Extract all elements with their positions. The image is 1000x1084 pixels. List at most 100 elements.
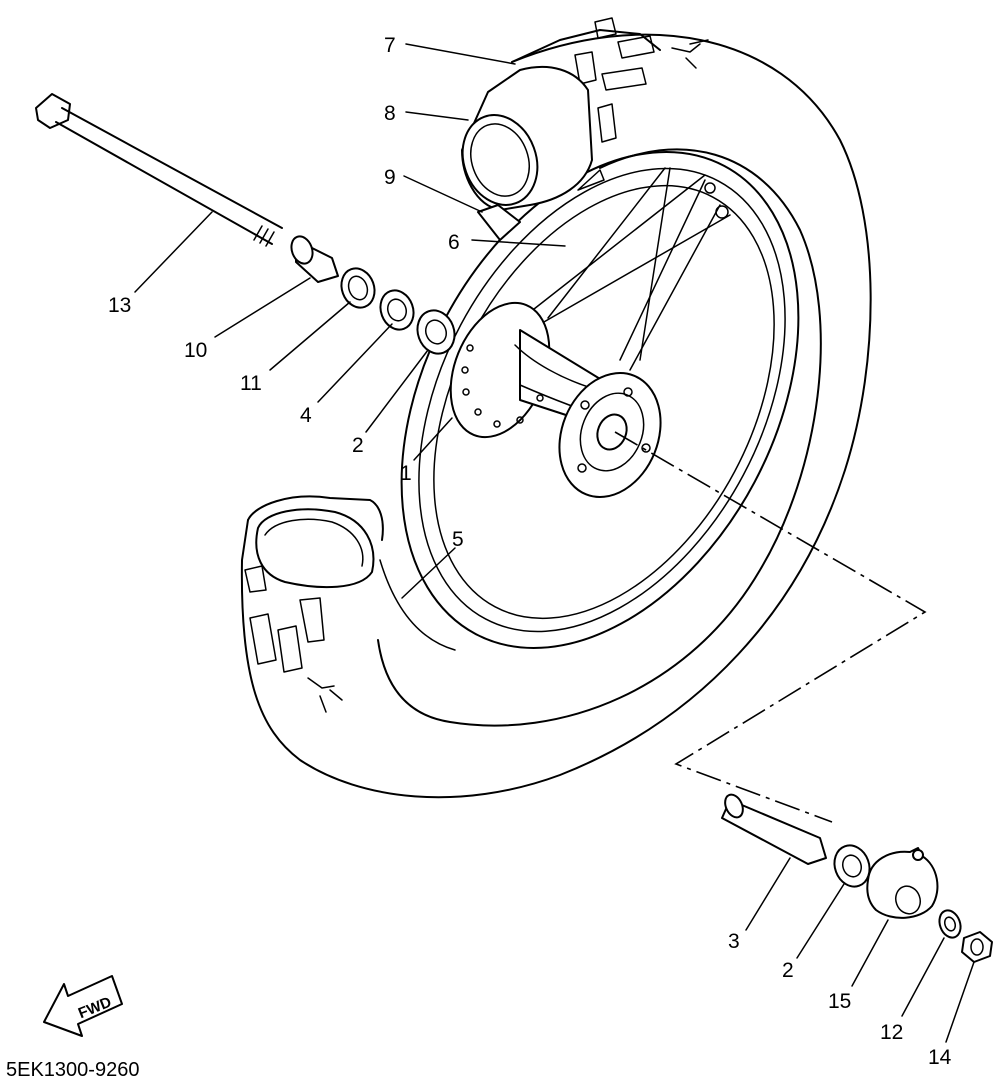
spoke-hole bbox=[466, 344, 474, 352]
spoke bbox=[619, 179, 706, 361]
tire-inner-edge bbox=[377, 148, 822, 727]
tire-crack-top bbox=[671, 39, 709, 69]
bearing-4-race bbox=[386, 298, 408, 322]
spoke bbox=[629, 204, 721, 371]
left-side-parts bbox=[290, 235, 456, 355]
gear-unit-bore bbox=[894, 885, 922, 915]
label-8: 8 bbox=[384, 102, 396, 125]
spoke-nipple bbox=[704, 182, 716, 194]
leader-2a bbox=[365, 349, 429, 433]
speedometer-gear-unit bbox=[866, 847, 939, 919]
spoke-hole bbox=[516, 416, 524, 424]
hub-right-flange-inner bbox=[579, 392, 645, 472]
axle-shaft-bottom bbox=[55, 121, 273, 245]
spoke bbox=[547, 167, 666, 319]
label-1: 1 bbox=[400, 462, 412, 485]
leader-6 bbox=[471, 239, 566, 247]
axle-nut-14-hole bbox=[970, 938, 984, 956]
disc-bolt-hole bbox=[580, 400, 590, 410]
label-2b: 2 bbox=[782, 959, 794, 982]
leader-14 bbox=[945, 961, 975, 1043]
leader-9 bbox=[403, 175, 483, 213]
tire-cross-section bbox=[255, 508, 375, 589]
oil-seal bbox=[340, 267, 376, 309]
spacer-collar-face bbox=[290, 235, 314, 265]
gear-unit-drive bbox=[912, 849, 924, 861]
label-2a: 2 bbox=[352, 434, 364, 457]
spoke-nipple bbox=[715, 205, 729, 219]
disc-bolt-hole bbox=[577, 463, 587, 473]
bearing-2-right-race bbox=[841, 854, 863, 878]
label-6: 6 bbox=[448, 231, 460, 254]
spoke-hole bbox=[474, 408, 482, 416]
leader-15 bbox=[851, 919, 889, 987]
axle bbox=[35, 93, 283, 247]
disc-bolt-hole bbox=[641, 443, 651, 453]
spoke-hole bbox=[536, 394, 544, 402]
collar-3-face bbox=[724, 793, 744, 819]
rim-band-flap bbox=[477, 204, 521, 241]
tire-crack-bottom bbox=[307, 677, 343, 713]
leader-1 bbox=[413, 417, 453, 461]
tire-top-cut bbox=[511, 29, 661, 63]
leader-2b bbox=[796, 883, 845, 959]
fwd-arrow: FWD bbox=[43, 975, 123, 1037]
leader-10 bbox=[214, 277, 311, 338]
leader-13 bbox=[134, 211, 213, 293]
tube-opening-inner bbox=[470, 123, 530, 197]
label-9: 9 bbox=[384, 166, 396, 189]
label-12: 12 bbox=[880, 1021, 903, 1044]
label-3: 3 bbox=[728, 930, 740, 953]
washer-12 bbox=[938, 909, 962, 939]
bearing-2-left bbox=[416, 309, 456, 355]
axle-head bbox=[35, 93, 71, 129]
label-7: 7 bbox=[384, 34, 396, 57]
rim-band-and-tube bbox=[461, 66, 593, 241]
leader-4 bbox=[317, 323, 393, 403]
disc-bolt-hole bbox=[623, 387, 633, 397]
bearing-2-left-race bbox=[424, 319, 448, 345]
part-labels: 7 8 9 6 13 10 11 4 2 1 5 3 2 15 12 14 bbox=[108, 34, 952, 1069]
oil-seal-inner bbox=[347, 275, 369, 301]
leader-7 bbox=[405, 43, 516, 65]
leader-12 bbox=[901, 937, 945, 1017]
axle-nut-14 bbox=[961, 931, 993, 963]
leader-lines bbox=[134, 43, 975, 1043]
tire-tread-blocks-bottom bbox=[244, 565, 325, 673]
tire-outer-outline bbox=[240, 33, 872, 799]
tire-tread-blocks-top bbox=[574, 17, 655, 191]
spokes bbox=[519, 167, 731, 371]
washer-12-hole bbox=[943, 916, 957, 932]
spoke bbox=[639, 167, 671, 361]
spoke-hole bbox=[493, 420, 501, 428]
axle-shaft-top bbox=[61, 107, 283, 229]
label-10: 10 bbox=[184, 339, 207, 362]
center-line bbox=[614, 431, 927, 823]
fwd-arrow-icon bbox=[43, 975, 123, 1037]
spoke-hole bbox=[461, 366, 469, 374]
bearing-4 bbox=[379, 289, 415, 331]
hub bbox=[449, 301, 662, 499]
axle-thread bbox=[253, 225, 275, 247]
leader-5 bbox=[401, 547, 456, 599]
tire-inner-lip bbox=[379, 559, 456, 651]
spoke bbox=[529, 214, 731, 331]
collar-3 bbox=[721, 799, 827, 865]
tire-cut-left-outer bbox=[247, 495, 384, 541]
label-5: 5 bbox=[452, 528, 464, 551]
leader-8 bbox=[405, 111, 469, 121]
label-14: 14 bbox=[928, 1046, 952, 1069]
label-13: 13 bbox=[108, 294, 131, 317]
label-15: 15 bbox=[828, 990, 851, 1013]
tire bbox=[240, 17, 872, 799]
tire-cross-section-inner bbox=[264, 518, 364, 567]
rim-ring-middle bbox=[418, 167, 786, 633]
leader-11 bbox=[269, 301, 351, 371]
spoke-hole bbox=[462, 388, 470, 396]
leader-3 bbox=[745, 857, 791, 931]
label-4: 4 bbox=[300, 404, 312, 427]
label-11: 11 bbox=[240, 372, 262, 395]
axle-center-line bbox=[614, 431, 927, 823]
